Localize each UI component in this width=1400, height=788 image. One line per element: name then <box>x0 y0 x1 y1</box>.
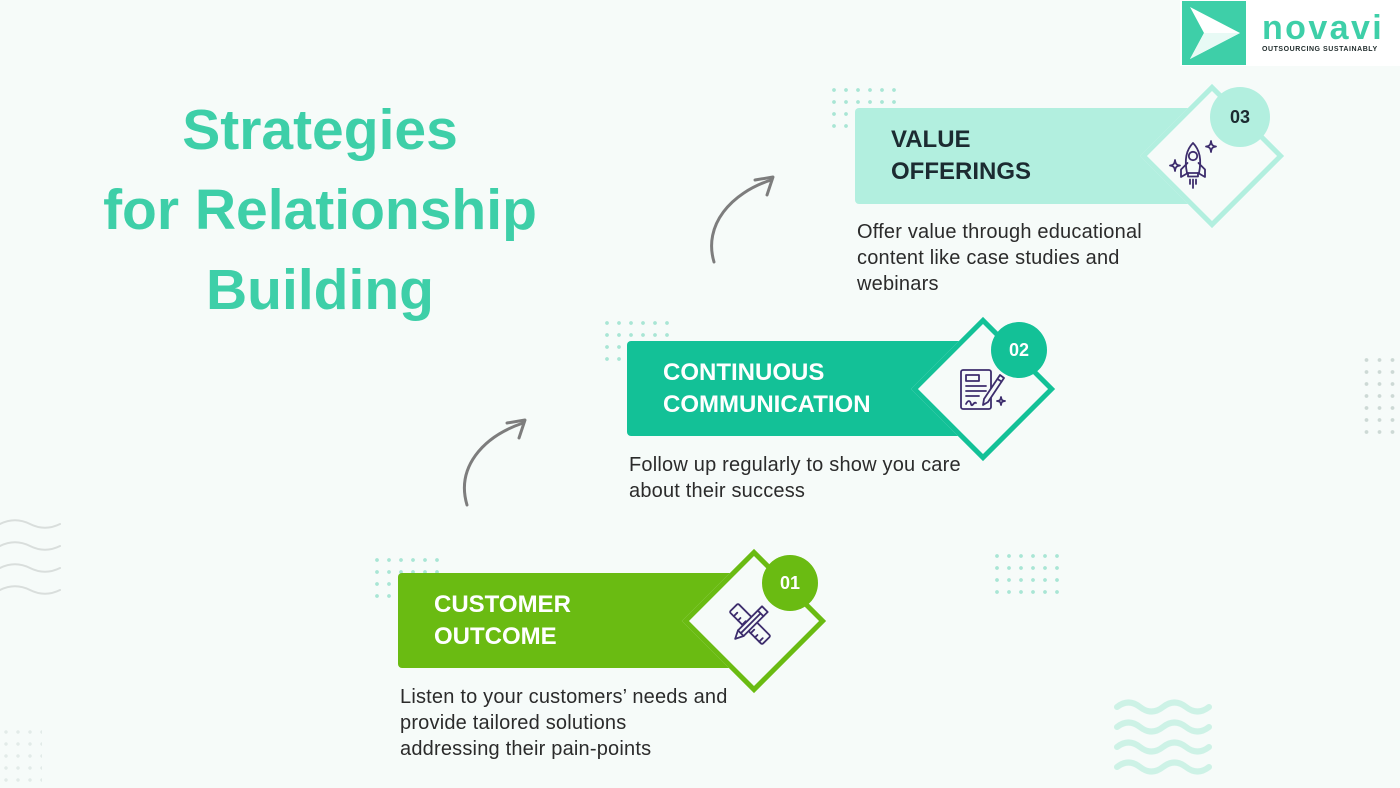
step-description: Listen to your customers’ needs and prov… <box>400 684 728 762</box>
page-title: Strategies for Relationship Building <box>60 90 580 330</box>
title-line: for Relationship <box>103 178 537 242</box>
step-title-line: CUSTOMER <box>434 591 571 618</box>
description-line: addressing their pain-points <box>400 738 652 760</box>
document-pen-icon <box>957 365 1007 415</box>
ruler-pencil-icon <box>725 599 775 649</box>
step-title-line: CONTINUOUS <box>663 359 825 386</box>
description-line: about their success <box>629 480 806 502</box>
dot-grid <box>1360 354 1399 438</box>
step-title-line: OUTCOME <box>434 623 557 650</box>
curved-arrow-step1-to-step2 <box>462 418 527 507</box>
step-title: CONTINUOUS COMMUNICATION <box>663 357 871 421</box>
description-line: content like case studies and <box>857 247 1120 269</box>
step-title-line: VALUE <box>891 126 971 153</box>
wave-lines-left <box>0 519 61 595</box>
description-line: Follow up regularly to show you care <box>629 454 961 476</box>
step-title-line: COMMUNICATION <box>663 391 871 418</box>
brand-logo: novavi OUTSOURCING SUSTAINABLY <box>1180 0 1400 66</box>
step-title: VALUE OFFERINGS <box>891 124 1031 188</box>
description-line: provide tailored solutions <box>400 712 627 734</box>
brand-tagline: OUTSOURCING SUSTAINABLY <box>1262 46 1378 53</box>
step-description: Offer value through educational content … <box>857 219 1142 297</box>
step-title-line: OFFERINGS <box>891 158 1032 185</box>
description-line: webinars <box>857 273 939 295</box>
title-line: Strategies <box>182 98 458 162</box>
dot-grid <box>0 726 42 788</box>
step-number-badge: 02 <box>991 322 1047 378</box>
step-number-badge: 01 <box>762 555 818 611</box>
brand-name: novavi <box>1262 9 1385 47</box>
wave-lines-bottom-right <box>1114 699 1212 775</box>
step-number-badge: 03 <box>1210 87 1270 147</box>
dot-grid <box>991 550 1063 598</box>
description-line: Offer value through educational <box>857 221 1142 243</box>
step-title: CUSTOMER OUTCOME <box>434 589 571 653</box>
description-line: Listen to your customers’ needs and <box>400 686 728 708</box>
curved-arrow-step2-to-step3 <box>710 175 775 264</box>
rocket-icon <box>1168 138 1218 192</box>
title-line: Building <box>206 258 434 322</box>
novavi-logo-icon <box>1182 1 1246 65</box>
step-description: Follow up regularly to show you care abo… <box>629 452 961 504</box>
